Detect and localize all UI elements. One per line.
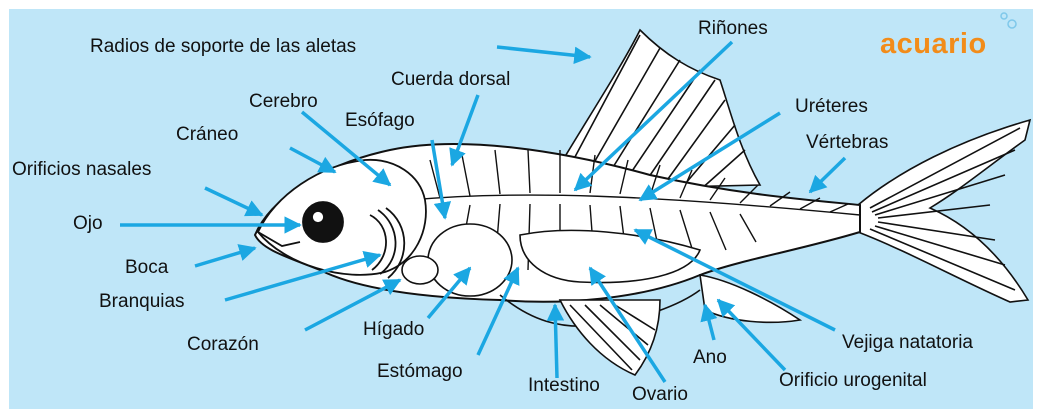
label-vertebras: Vértebras xyxy=(806,133,888,152)
pointer-orificios xyxy=(205,188,262,215)
label-orificio-urogenital: Orificio urogenital xyxy=(779,371,927,390)
pointer-radios xyxy=(497,47,590,57)
pointer-boca xyxy=(195,248,255,266)
heart-shape xyxy=(402,256,438,284)
label-radios: Radios de soporte de las aletas xyxy=(90,37,356,56)
label-ureteres: Uréteres xyxy=(795,97,868,116)
pointer-vertebras xyxy=(810,158,845,192)
label-rinones: Riñones xyxy=(698,19,768,38)
label-vejiga-natatoria: Vejiga natatoria xyxy=(842,333,973,352)
label-higado: Hígado xyxy=(363,320,424,339)
label-cerebro: Cerebro xyxy=(249,92,318,111)
pointer-craneo xyxy=(290,148,335,172)
label-orificios-nasales: Orificios nasales xyxy=(12,160,151,179)
label-ovario: Ovario xyxy=(632,385,688,404)
label-esofago: Esófago xyxy=(345,111,415,130)
label-craneo: Cráneo xyxy=(176,125,238,144)
liver-shape xyxy=(428,224,512,296)
head xyxy=(258,160,426,278)
label-ojo: Ojo xyxy=(73,214,103,233)
label-cuerda-dorsal: Cuerda dorsal xyxy=(391,70,510,89)
label-estomago: Estómago xyxy=(377,362,463,381)
label-ano: Ano xyxy=(693,348,727,367)
label-boca: Boca xyxy=(125,258,168,277)
label-intestino: Intestino xyxy=(528,376,600,395)
brand-logo: acuario xyxy=(880,28,987,61)
label-corazon: Corazón xyxy=(187,335,259,354)
label-branquias: Branquias xyxy=(99,292,185,311)
pointer-intestino xyxy=(555,305,557,378)
bubbles-icon xyxy=(996,8,1026,36)
